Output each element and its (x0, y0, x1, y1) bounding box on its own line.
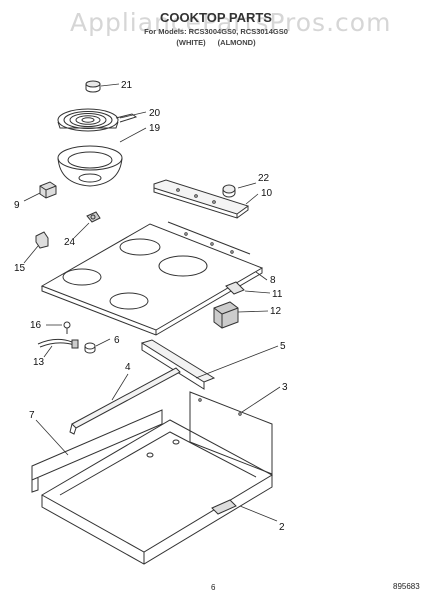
part-gasket-pad[interactable] (225, 281, 245, 295)
watermark: AppliancePartsPros.com (70, 8, 392, 37)
part-bottom-tray[interactable] (40, 419, 274, 565)
document-number: 895683 (393, 582, 420, 591)
part-front-rail[interactable] (31, 409, 163, 493)
part-bracket[interactable] (35, 231, 49, 249)
part-terminal-block[interactable] (213, 301, 239, 329)
callout-21: 21 (121, 80, 133, 91)
part-cooktop[interactable] (40, 221, 264, 336)
callout-7: 7 (29, 410, 35, 421)
part-grommet[interactable] (84, 342, 96, 354)
callout-labels: 21 20 19 22 10 9 24 15 8 11 12 16 6 13 5… (14, 80, 288, 533)
part-control-panel[interactable] (153, 179, 250, 219)
callout-16: 16 (30, 320, 42, 331)
callout-15: 15 (14, 263, 26, 274)
part-knob-cap[interactable] (85, 80, 101, 93)
part-control-knob[interactable] (222, 184, 236, 198)
callout-20: 20 (149, 108, 161, 119)
diagram-title: COOKTOP PARTS (160, 10, 272, 25)
part-wire-harness[interactable] (37, 338, 79, 349)
callout-19: 19 (149, 123, 161, 134)
callout-24: 24 (64, 237, 76, 248)
color-variant-white: (WHITE) (176, 38, 206, 47)
part-surface-element[interactable] (57, 108, 138, 132)
part-rear-panel[interactable] (189, 391, 273, 475)
callout-11: 11 (272, 289, 283, 300)
callout-8: 8 (270, 275, 276, 286)
callout-12: 12 (270, 306, 282, 317)
callout-22: 22 (258, 173, 270, 184)
model-list: For Models: RCS3004GS0, RCS3014GS0 (144, 27, 288, 36)
part-drip-bowl[interactable] (57, 145, 123, 187)
part-side-rail[interactable] (69, 367, 181, 435)
callout-leaders (23, 83, 281, 522)
page-number: 6 (211, 583, 216, 592)
part-receptacle[interactable] (39, 181, 57, 199)
color-variants: (WHITE) (ALMOND) (0, 38, 432, 47)
callout-2: 2 (279, 522, 285, 533)
callout-3: 3 (282, 382, 288, 393)
callout-4: 4 (125, 362, 131, 373)
callout-10: 10 (261, 188, 273, 199)
callout-13: 13 (33, 357, 45, 368)
callout-6: 6 (114, 335, 120, 346)
callout-5: 5 (280, 341, 286, 352)
part-screw[interactable] (63, 321, 71, 334)
callout-9: 9 (14, 200, 20, 211)
part-clip[interactable] (86, 211, 101, 223)
color-variant-almond: (ALMOND) (217, 38, 256, 47)
